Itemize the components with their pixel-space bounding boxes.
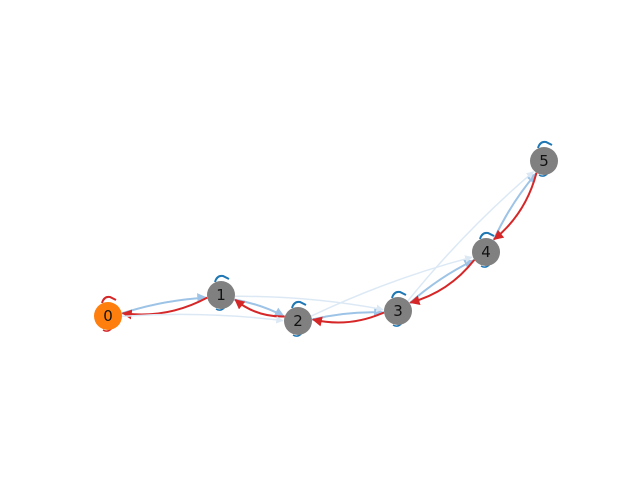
node-4-circle	[472, 238, 500, 266]
node-1-label: 1	[216, 286, 226, 304]
edge-3-to-4	[408, 259, 475, 304]
node-3-circle	[384, 297, 412, 325]
self-loop-layer	[101, 140, 553, 337]
edge-0-to-2	[121, 313, 284, 324]
edge-3-to-2	[311, 311, 385, 327]
edge-1-to-0	[121, 296, 208, 320]
self-loop-0	[101, 295, 117, 304]
node-0-circle	[94, 302, 122, 330]
node-0-label: 0	[103, 307, 113, 325]
edge-2-to-4	[310, 255, 473, 317]
edge-4-to-5	[492, 172, 537, 241]
edge-4-to-3	[409, 259, 476, 306]
node-layer: 0 1 2 3 4 5	[94, 147, 558, 335]
node-2-circle	[284, 307, 312, 335]
edge-layer	[121, 171, 538, 327]
node-3: 3	[384, 297, 412, 325]
edge-3-to-5	[407, 171, 535, 302]
node-4-label: 4	[481, 243, 491, 261]
node-1: 1	[207, 281, 235, 309]
node-5: 5	[530, 147, 558, 175]
node-4: 4	[472, 238, 500, 266]
self-loop-1	[214, 274, 230, 283]
node-3-label: 3	[393, 302, 403, 320]
node-1-circle	[207, 281, 235, 309]
node-2-label: 2	[293, 312, 303, 330]
self-loop-2	[291, 300, 307, 309]
node-0: 0	[94, 302, 122, 330]
node-5-label: 5	[539, 152, 549, 170]
edge-0-to-1	[121, 293, 208, 315]
edge-1-to-3	[234, 295, 384, 313]
node-2: 2	[284, 307, 312, 335]
edge-5-to-4	[493, 172, 538, 241]
self-loop-5	[537, 140, 553, 149]
self-loop-3	[391, 290, 407, 299]
node-5-circle	[530, 147, 558, 175]
self-loop-4	[479, 231, 495, 240]
